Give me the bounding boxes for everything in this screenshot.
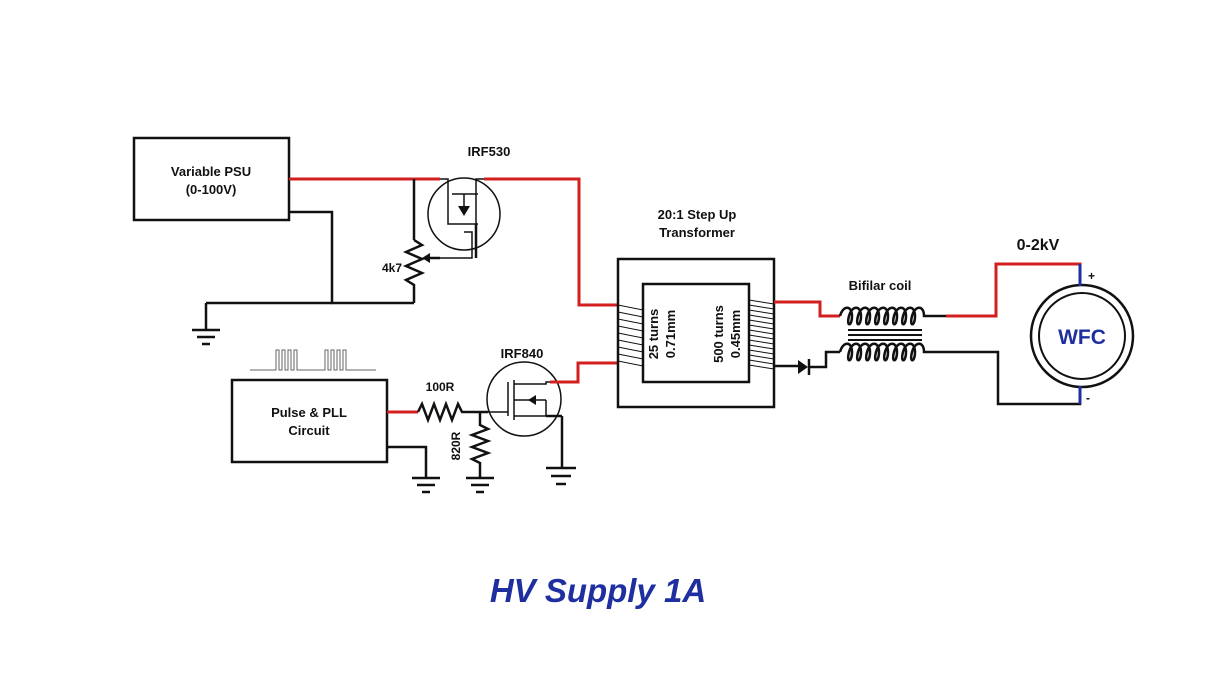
- ground-symbol-1: [192, 303, 220, 346]
- coil-label: Bifilar coil: [849, 278, 912, 293]
- irf530-to-primary-wire: [484, 177, 618, 307]
- irf530-label: IRF530: [468, 144, 511, 159]
- pulse-label: Pulse & PLL: [271, 405, 347, 420]
- resistor-820r: 820R: [449, 412, 492, 478]
- pulse-pll-block: Pulse & PLL Circuit: [230, 378, 389, 464]
- secondary-wire-label: 0.45mm: [728, 310, 743, 358]
- irf840-label: IRF840: [501, 346, 544, 361]
- transformer-title: 20:1 Step Up: [658, 207, 737, 222]
- minus-terminal-label: -: [1086, 391, 1090, 405]
- pulse-train-waveform: [250, 349, 376, 371]
- step-up-transformer: 20:1 Step Up Transformer: [616, 207, 776, 409]
- irf840-mosfet: IRF840: [486, 346, 562, 437]
- primary-wire-label: 0.71mm: [663, 310, 678, 358]
- ground-symbol-3: [466, 476, 494, 494]
- irf840-drain-wire: [550, 361, 618, 384]
- irf530-mosfet: IRF530: [427, 144, 511, 259]
- secondary-positive-wire: [774, 300, 840, 318]
- ground-symbol-2: [412, 476, 440, 494]
- primary-turns-label: 25 turns: [646, 309, 661, 360]
- wfc-cell: 0-2kV WFC + -: [1017, 237, 1135, 405]
- psu-label: Variable PSU: [171, 164, 251, 179]
- psu-block: Variable PSU (0-100V): [132, 136, 291, 222]
- pot-label: 4k7: [382, 261, 402, 275]
- transformer-subtitle: Transformer: [659, 225, 735, 240]
- wfc-label: WFC: [1058, 326, 1106, 349]
- secondary-winding: [748, 299, 775, 370]
- plus-terminal-label: +: [1088, 269, 1095, 283]
- pulse-circuit-label: Circuit: [288, 423, 330, 438]
- ground-symbol-4: [546, 466, 576, 486]
- diode-to-coil-wire: [809, 350, 840, 369]
- r-pulldown-label: 820R: [449, 431, 463, 460]
- resistor-100r: 100R: [416, 380, 488, 424]
- output-voltage-label: 0-2kV: [1017, 237, 1060, 254]
- r-gate-label: 100R: [426, 380, 455, 394]
- bifilar-coil: Bifilar coil: [838, 278, 946, 362]
- psu-ground-wire: [289, 210, 414, 305]
- diagram-title: HV Supply 1A: [490, 572, 706, 609]
- psu-range-label: (0-100V): [186, 182, 237, 197]
- pulse-ground-wire: [387, 445, 428, 478]
- potentiometer-4k7: 4k7: [382, 179, 440, 303]
- secondary-turns-label: 500 turns: [711, 305, 726, 363]
- diode: [798, 359, 811, 375]
- primary-winding: [617, 304, 644, 367]
